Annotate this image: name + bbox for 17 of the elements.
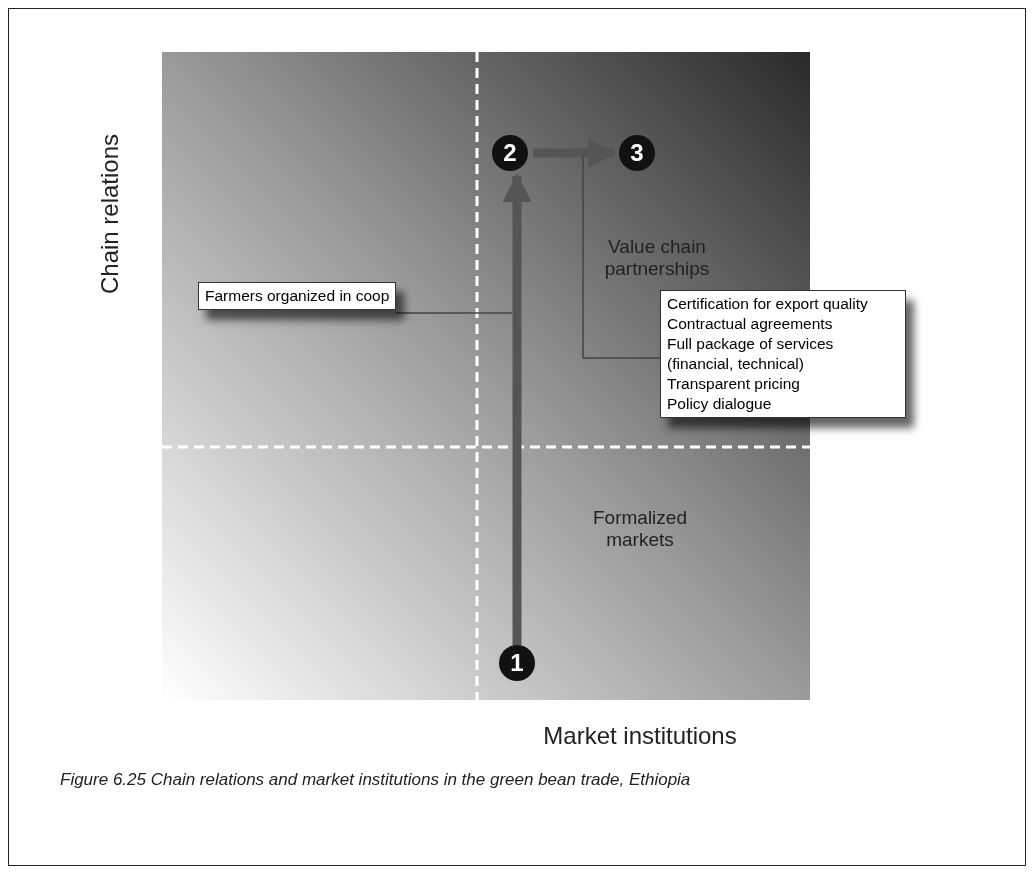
list-item: Transparent pricing — [667, 374, 801, 394]
axis-title: Market institutions — [542, 722, 738, 750]
leader-line — [582, 155, 661, 359]
arrow — [533, 138, 617, 168]
axis-title: Chain relations — [96, 132, 124, 297]
text-box — [660, 290, 906, 418]
quadrant-label: Value chain partnerships — [603, 236, 711, 280]
list-item: Contractual agreements — [667, 314, 834, 334]
quadrant-label: Formalized markets — [592, 507, 688, 551]
text-box — [198, 282, 397, 310]
leader-line — [395, 312, 513, 314]
list-item: Farmers organized in coop — [205, 286, 390, 306]
list-item: Certification for export quality — [667, 294, 869, 314]
figure-caption: Figure 6.25 Chain relations and market institutions in the green bean trade, Ethiopia — [60, 769, 692, 791]
arrow — [502, 173, 532, 645]
list-item: Full package of services (financial, technical) — [667, 334, 835, 374]
list-item: Policy dialogue — [667, 394, 773, 414]
